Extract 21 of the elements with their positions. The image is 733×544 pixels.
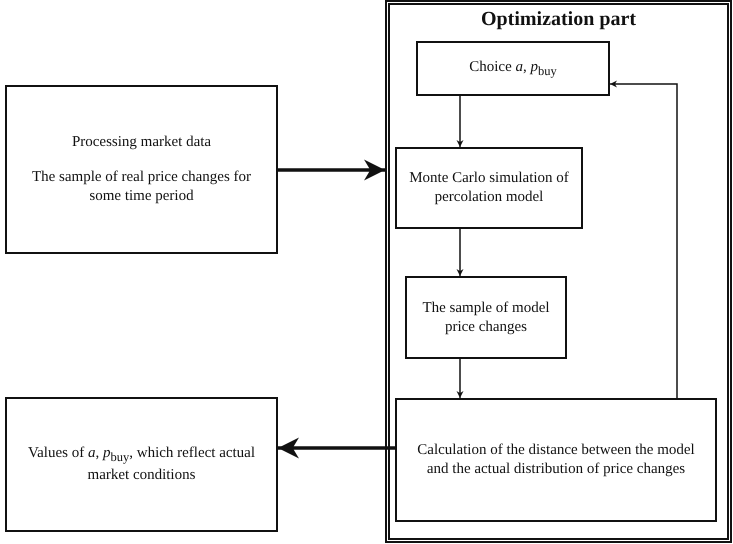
arrow (278, 160, 385, 180)
node-text: The sample of model price changes (421, 298, 551, 336)
panel-title: Optimization part (481, 9, 636, 29)
process-box (405, 276, 567, 359)
process-box (5, 85, 278, 254)
arrow (456, 229, 464, 276)
node-text: Processing market data (72, 133, 212, 152)
arrow (456, 359, 464, 398)
process-box (395, 147, 583, 229)
arrow (278, 438, 395, 458)
process-box (395, 398, 717, 522)
process-box (416, 41, 610, 96)
arrow (456, 96, 464, 147)
node-text: The sample of real price changes for some time period (30, 168, 252, 206)
node-text: Monte Carlo simulation of percolation model (408, 169, 570, 207)
arrow (610, 80, 678, 398)
group-panel (385, 0, 732, 543)
output-box (5, 397, 278, 532)
node-text: Choice a, p$_{buy}$ (469, 58, 557, 80)
node-text: Calculation of the distance between the model and the actual distribution of price changes (416, 441, 696, 479)
node-text: Values of a, p$_{buy}$, which reflect actual market conditions (26, 444, 256, 485)
